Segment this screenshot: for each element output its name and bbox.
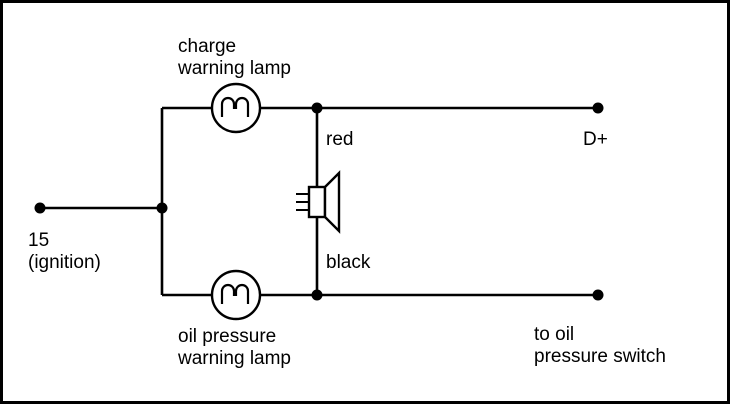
d-plus-terminal [592,102,604,114]
wiring-diagram: charge warning lamp red black D+ 15 (ign… [28,36,666,369]
oil-switch-label-line2: pressure switch [534,346,666,367]
junction-left [156,202,168,214]
junction-red [311,102,323,114]
charge-lamp-label-line2: warning lamp [177,58,291,79]
oil-switch-terminal [592,289,604,301]
charge-lamp-label-line1: charge [178,36,236,57]
ignition-terminal [34,202,46,214]
oil-lamp-label-line1: oil pressure [178,326,276,347]
oil-pressure-lamp-icon [210,269,262,321]
charge-lamp-icon [210,82,262,134]
red-wire-label: red [326,129,353,150]
oil-lamp-label-line2: warning lamp [177,348,291,369]
ignition-label-line1: 15 [28,230,49,251]
ignition-label-line2: (ignition) [28,252,101,273]
black-wire-label: black [326,252,371,273]
d-plus-label: D+ [583,129,608,150]
buzzer-icon [296,170,341,234]
junction-black [311,289,323,301]
oil-switch-label-line1: to oil [534,324,574,345]
